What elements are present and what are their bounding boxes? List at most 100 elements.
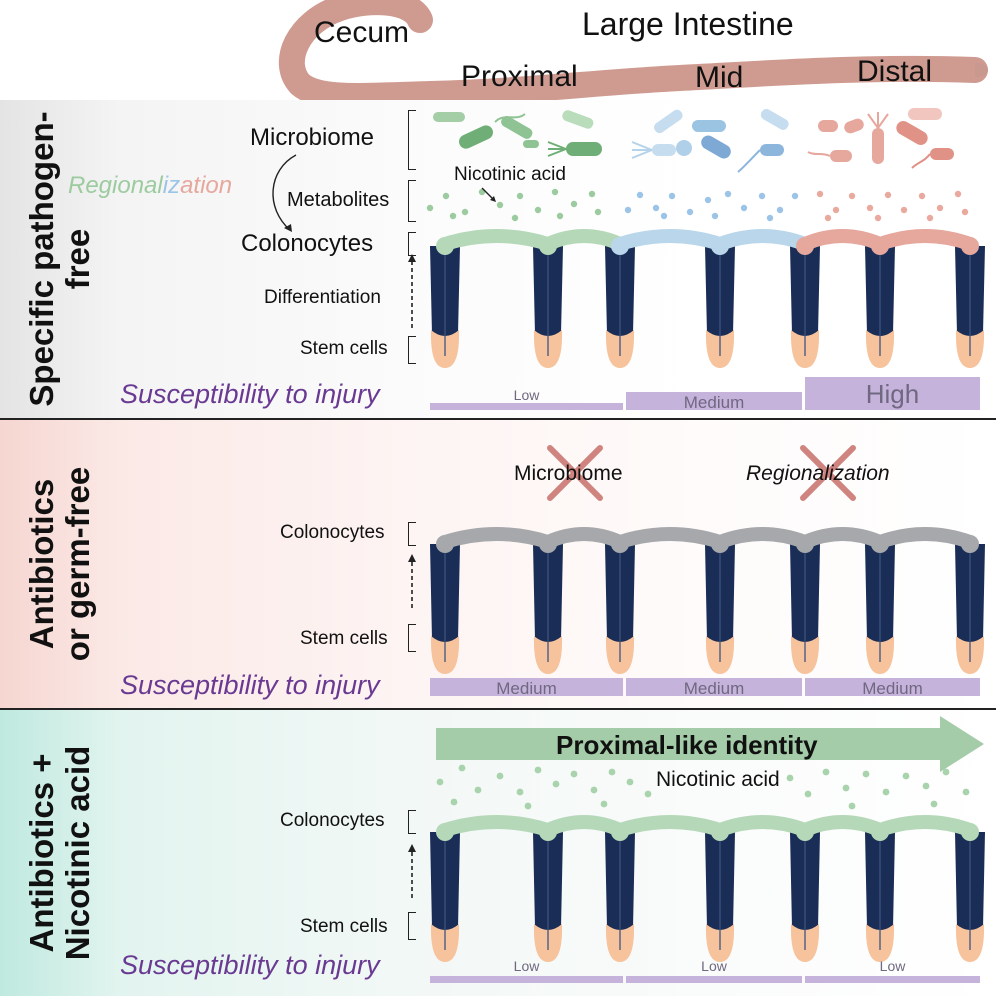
epithelium-proximal-like bbox=[430, 815, 985, 962]
colonocyte-cap bbox=[436, 535, 454, 553]
proximal-identity-arrow-and-dots bbox=[408, 716, 984, 898]
stem-cells-bracket-3 bbox=[408, 912, 416, 940]
region-label-mid: Mid bbox=[695, 61, 744, 94]
colonocyte-cap bbox=[611, 823, 629, 841]
metabolites-label: Metabolites bbox=[287, 189, 390, 211]
colonocyte-segment bbox=[438, 815, 555, 837]
susceptibility-value-proximal-3: Low bbox=[513, 958, 540, 974]
cross-microbiome bbox=[547, 445, 603, 501]
stem-cells-label-3: Stem cells bbox=[300, 916, 388, 937]
colonocyte-segment bbox=[613, 229, 727, 251]
colonocyte-segment bbox=[713, 527, 812, 549]
susceptibility-bar-proximal-3 bbox=[430, 976, 623, 983]
colonocyte-cap bbox=[611, 535, 629, 553]
susceptibility-bar-distal-3 bbox=[805, 976, 980, 983]
colonocyte-segment bbox=[713, 229, 812, 251]
susceptibility-bar-mid-3 bbox=[626, 976, 802, 983]
large-intestine-label: Large Intestine bbox=[582, 6, 794, 42]
epithelium-regional bbox=[430, 229, 985, 368]
divider-1 bbox=[0, 418, 996, 420]
susceptibility-bar-proximal-2 bbox=[430, 678, 623, 696]
susceptibility-bar-mid-2 bbox=[626, 678, 802, 696]
metabolite-dots-mid bbox=[624, 190, 799, 222]
susceptibility-value-proximal-1: Low bbox=[513, 387, 540, 403]
colonocyte-segment bbox=[438, 229, 555, 251]
nicotinic-acid-dots bbox=[436, 764, 970, 810]
region-label-proximal: Proximal bbox=[461, 60, 578, 93]
microbiome-illustration bbox=[272, 108, 969, 328]
susceptibility-bar-distal-1 bbox=[805, 377, 980, 410]
colonocytes-bracket bbox=[408, 232, 416, 256]
nicotinic-acid-label: Nicotinic acid bbox=[454, 164, 566, 185]
colonocyte-cap bbox=[539, 535, 557, 553]
large-intestine-illustration bbox=[278, 0, 988, 109]
colonocyte-cap bbox=[436, 237, 454, 255]
mid-microbes bbox=[631, 108, 789, 173]
metabolites-bracket bbox=[408, 180, 416, 222]
cecum-label: Cecum bbox=[314, 16, 410, 49]
colonocyte-cap bbox=[871, 535, 889, 553]
stem-cells-label: Stem cells bbox=[300, 338, 388, 359]
colonocyte-segment bbox=[798, 815, 887, 837]
stem-cells-label-2: Stem cells bbox=[300, 628, 388, 649]
panel-specific-pathogen-free: Specific pathogen- free bbox=[0, 100, 996, 418]
colonocyte-segment bbox=[541, 229, 627, 251]
colonocyte-cap bbox=[539, 823, 557, 841]
regionalization-part-3: ation bbox=[180, 172, 233, 199]
colonocytes-label: Colonocytes bbox=[241, 230, 374, 257]
colonocyte-cap bbox=[796, 237, 814, 255]
regionalization-label: Regionalization bbox=[68, 172, 232, 200]
crossed-regionalization-label: Regionalization bbox=[746, 462, 890, 485]
colonocytes-label-3: Colonocytes bbox=[280, 810, 385, 831]
colonocyte-segment bbox=[438, 527, 555, 549]
crypts bbox=[430, 815, 985, 962]
colonocyte-segment bbox=[541, 527, 627, 549]
susceptibility-value-proximal-2: Medium bbox=[496, 679, 557, 698]
susceptibility-bar-distal-2 bbox=[805, 678, 980, 696]
differentiation-label: Differentiation bbox=[264, 287, 381, 308]
crossed-out-markers bbox=[408, 445, 856, 608]
colonocyte-cap bbox=[611, 237, 629, 255]
panel-antibiotics-nicotinic-acid: Antibiotics + Nicotinic acid Proximal-li… bbox=[0, 710, 996, 996]
proximal-like-identity-arrow bbox=[436, 716, 984, 772]
colonocyte-segment bbox=[541, 815, 627, 837]
colonocyte-segment bbox=[873, 229, 977, 251]
susceptibility-label-2: Susceptibility to injury bbox=[120, 670, 380, 700]
cross-regionalization bbox=[800, 445, 856, 501]
susceptibility-value-distal-1: High bbox=[865, 379, 920, 409]
colonocyte-cap bbox=[796, 535, 814, 553]
colonocyte-segment bbox=[798, 527, 887, 549]
susceptibility-value-mid-2: Medium bbox=[683, 679, 745, 698]
colonocyte-cap bbox=[711, 823, 729, 841]
susceptibility-value-mid-3: Low bbox=[701, 958, 727, 974]
header: Cecum Large Intestine Proximal Mid Dista… bbox=[0, 0, 996, 109]
metabolite-dots-proximal bbox=[426, 188, 602, 222]
colonocytes-bracket-2 bbox=[408, 522, 416, 546]
susceptibility-label-1: Susceptibility to injury bbox=[120, 379, 380, 409]
susceptibility-bar-mid-1 bbox=[626, 392, 802, 410]
region-label-distal: Distal bbox=[857, 55, 933, 88]
susceptibility-label-3: Susceptibility to injury bbox=[120, 950, 380, 980]
metabolite-dots-distal bbox=[816, 190, 969, 222]
regionalization-curved-arrow bbox=[272, 154, 297, 231]
divider-2 bbox=[0, 708, 996, 710]
colonocyte-segment bbox=[873, 815, 977, 837]
panel-antibiotics-germ-free: Antibiotics or germ-free Microbiome Regi… bbox=[0, 420, 996, 708]
distal-microbes bbox=[807, 108, 954, 169]
epithelium-germ-free bbox=[430, 527, 985, 674]
colonocytes-bracket-3 bbox=[408, 810, 416, 834]
stem-cells-bracket-2 bbox=[408, 624, 416, 652]
colonocyte-cap bbox=[539, 237, 557, 255]
colonocyte-cap bbox=[871, 823, 889, 841]
microbiome-label: Microbiome bbox=[250, 124, 375, 151]
proximal-like-identity-label: Proximal-like identity bbox=[556, 730, 818, 760]
colonocytes-label-2: Colonocytes bbox=[280, 522, 385, 543]
nicotinic-acid-label-3: Nicotinic acid bbox=[656, 768, 780, 791]
colonocyte-cap bbox=[796, 823, 814, 841]
colonocyte-segment bbox=[798, 229, 887, 251]
colonocyte-cap bbox=[961, 237, 979, 255]
colonocyte-segment bbox=[613, 815, 727, 837]
colonocyte-cap bbox=[436, 823, 454, 841]
susceptibility-value-distal-2: Medium bbox=[862, 679, 923, 698]
crypts bbox=[430, 229, 985, 368]
